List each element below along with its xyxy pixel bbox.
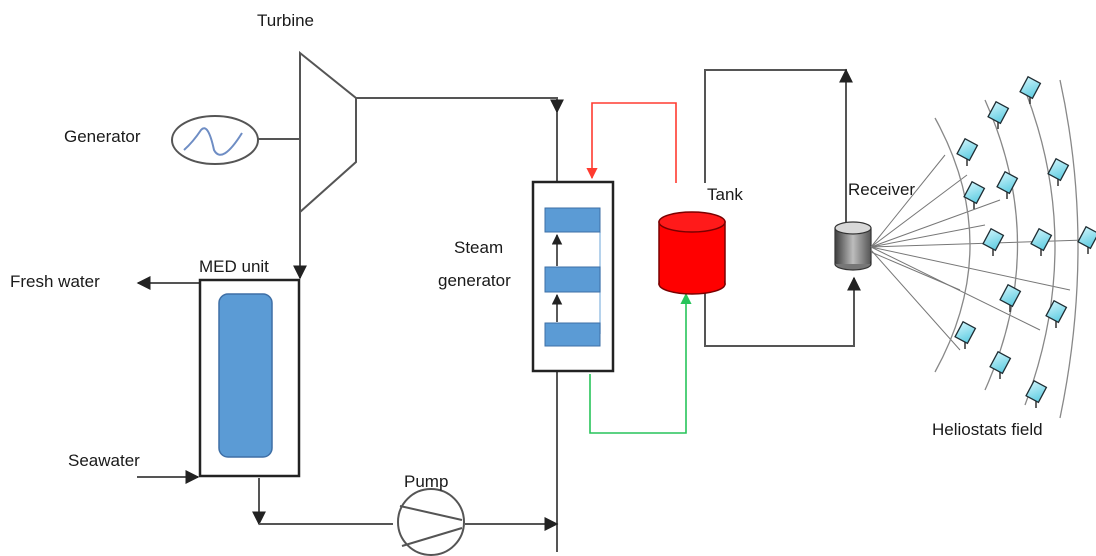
heliostat-mirror [1019,75,1042,104]
heliostat-mirror [1047,157,1070,186]
heliostat-mirror [996,170,1019,199]
sg-exchanger-block-bottom [544,322,601,347]
heliostat-mirror [987,100,1010,129]
receiver-label: Receiver [848,180,915,199]
heliostat-mirror [1077,225,1096,254]
heliostats-field-label: Heliostats field [932,420,1043,439]
hot-salt-line [586,102,677,183]
pump [397,488,465,556]
heliostat-field [954,75,1096,408]
generator-wave-icon [183,127,243,156]
heliostat-mirror [999,283,1022,312]
seawater-label: Seawater [68,451,140,470]
steam-generator-label-line2: generator [438,271,511,290]
med-core [218,293,273,458]
tank-to-receiver-bottom-pipe [704,276,861,347]
fresh-water-label: Fresh water [10,272,100,291]
med-unit-label: MED unit [199,257,269,276]
pump-blade-bottom [401,527,463,547]
sg-exchanger-block-middle [544,266,601,293]
turbine [299,50,357,215]
steam-generator-label-line1: Steam [454,238,503,257]
heliostat-mirror [1045,299,1068,328]
heliostat-mirror [1030,227,1053,256]
tank [658,211,726,295]
generator-label: Generator [64,127,141,146]
pump-label: Pump [404,472,448,491]
heliostat-rays [870,154,1086,351]
cold-salt-line [589,292,692,434]
turbine-label: Turbine [257,11,314,30]
receiver [834,221,872,271]
heliostat-mirror [956,137,979,166]
sg-exchanger-block-top [544,207,601,233]
heliostat-mirror [1025,379,1048,408]
pump-blade-top [399,505,463,521]
tank-label: Tank [707,185,743,204]
generator [171,115,259,165]
heliostat-mirror [989,350,1012,379]
tank-to-receiver-top-pipe [704,69,847,222]
heliostat-mirror [982,227,1005,256]
heliostat-arcs [934,79,1079,419]
heliostat-mirror [954,320,977,349]
heliostat-mirror [963,180,986,209]
turbine-to-sg-pipe [356,97,564,114]
